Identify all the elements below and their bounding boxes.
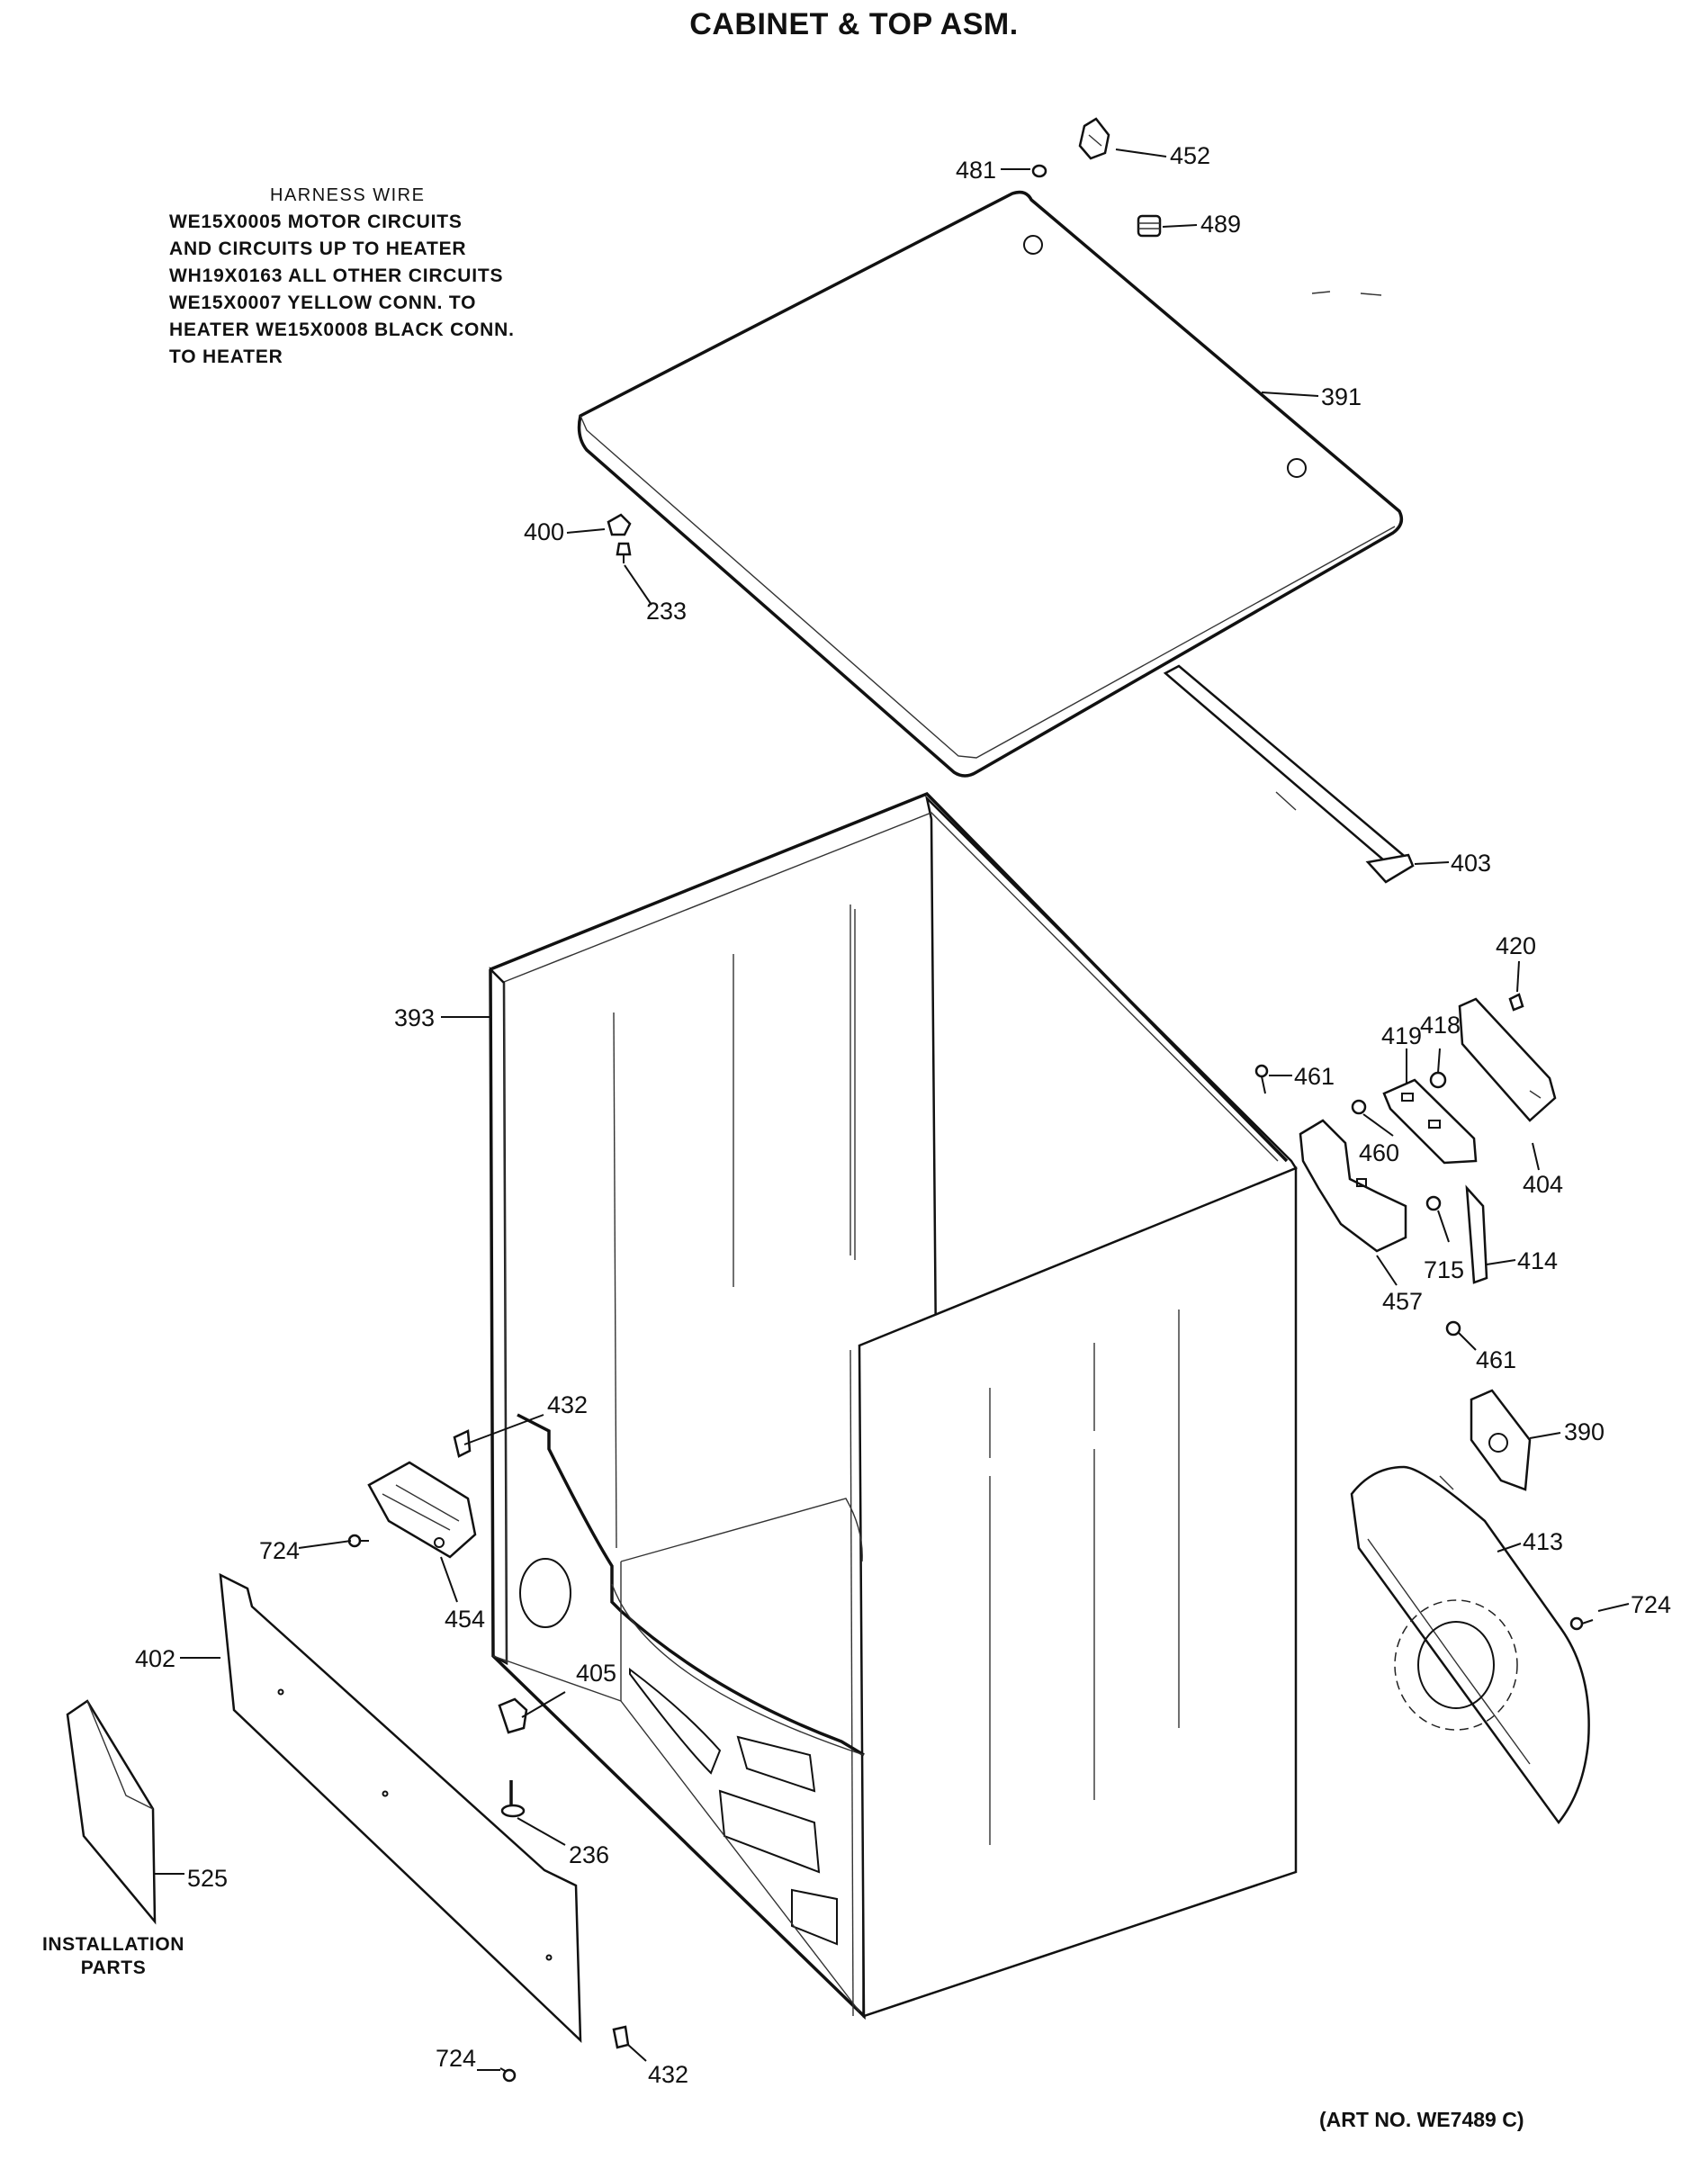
callout-393: 393 — [394, 1004, 435, 1031]
leader-lines — [155, 148, 1630, 2071]
hinge-clip-452 — [1078, 117, 1110, 160]
callout-724-right: 724 — [1631, 1591, 1671, 1618]
bracket-454 — [367, 1461, 477, 1559]
harness-line: WH19X0163 ALL OTHER CIRCUITS — [169, 266, 504, 286]
plate-390 — [1470, 1389, 1532, 1491]
callout-414: 414 — [1517, 1247, 1558, 1274]
callout-461-lower: 461 — [1476, 1346, 1516, 1373]
screw-461 — [1254, 1064, 1269, 1094]
screw-724 — [347, 1534, 369, 1548]
envelope-525 — [66, 1699, 157, 1925]
diagram-title: CABINET & TOP ASM. — [689, 7, 1019, 41]
harness-line: HEATER WE15X0008 BLACK CONN. — [169, 320, 515, 340]
installation-parts-label: INSTALLATION PARTS — [32, 1933, 194, 1980]
bracket-457 — [1299, 1119, 1407, 1253]
seal-strip-403 — [1163, 664, 1415, 884]
callout-432: 432 — [547, 1391, 588, 1418]
callout-405: 405 — [576, 1660, 616, 1687]
stray-dash — [1311, 291, 1382, 296]
terminal-block-419 — [1382, 1078, 1478, 1165]
callout-461: 461 — [1294, 1063, 1335, 1090]
callout-724: 724 — [259, 1537, 300, 1564]
callout-454: 454 — [445, 1606, 485, 1633]
callout-233: 233 — [646, 598, 687, 625]
callout-525: 525 — [187, 1865, 228, 1892]
toe-kick-402 — [219, 1572, 582, 2044]
harness-heading: HARNESS WIRE — [270, 185, 426, 205]
leg-236 — [500, 1780, 526, 1818]
callout-457: 457 — [1382, 1288, 1423, 1315]
callout-489: 489 — [1200, 211, 1241, 238]
callout-413: 413 — [1523, 1528, 1563, 1555]
harness-line: AND CIRCUITS UP TO HEATER — [169, 238, 467, 259]
callout-404: 404 — [1523, 1171, 1563, 1198]
harness-line: TO HEATER — [169, 346, 283, 367]
callout-403: 403 — [1451, 850, 1491, 877]
screw-724-right — [1569, 1616, 1594, 1631]
callout-402: 402 — [135, 1645, 175, 1672]
harness-line: WE15X0005 MOTOR CIRCUITS — [169, 212, 463, 232]
art-number: (ART NO. WE7489 C) — [1319, 2108, 1524, 2131]
callout-391: 391 — [1321, 383, 1362, 410]
screw-715 — [1425, 1195, 1442, 1211]
clip-400 — [607, 513, 632, 536]
cabinet-393 — [489, 791, 1298, 2020]
top-panel-391 — [577, 190, 1404, 778]
cover-plate-404 — [1458, 997, 1557, 1122]
callout-418: 418 — [1420, 1012, 1461, 1039]
plug-489 — [1137, 214, 1162, 238]
screw-420 — [1508, 993, 1524, 1012]
clip-432-bottom — [612, 2025, 630, 2049]
harness-wire-note: HARNESS WIRE WE15X0005 MOTOR CIRCUITS AN… — [169, 182, 515, 371]
callout-724-bottom: 724 — [436, 2045, 476, 2072]
screw-405 — [498, 1697, 528, 1734]
callout-400: 400 — [524, 518, 564, 545]
harness-line: WE15X0007 YELLOW CONN. TO — [169, 292, 477, 313]
callout-labels: 481 452 489 391 400 233 403 393 420 419 … — [135, 142, 1671, 2088]
callout-432-bottom: 432 — [648, 2061, 688, 2088]
callout-452: 452 — [1170, 142, 1210, 169]
callout-419: 419 — [1381, 1022, 1422, 1049]
clip-432 — [453, 1429, 472, 1458]
screw-233 — [616, 542, 632, 563]
callout-460: 460 — [1359, 1139, 1399, 1166]
callout-420: 420 — [1496, 932, 1536, 959]
screw-460 — [1351, 1099, 1367, 1115]
strip-414 — [1465, 1184, 1488, 1284]
rear-panel-413 — [1350, 1465, 1590, 1825]
callout-715: 715 — [1424, 1256, 1464, 1283]
callout-481: 481 — [956, 157, 996, 184]
installation-label-line: PARTS — [80, 1958, 147, 1978]
screw-481 — [1031, 164, 1047, 178]
screw-418 — [1429, 1071, 1447, 1089]
screw-461-lower — [1445, 1320, 1461, 1336]
screw-724-bottom — [499, 2067, 517, 2083]
callout-236: 236 — [569, 1841, 609, 1868]
callout-390: 390 — [1564, 1418, 1605, 1445]
installation-label-line: INSTALLATION — [41, 1934, 185, 1955]
